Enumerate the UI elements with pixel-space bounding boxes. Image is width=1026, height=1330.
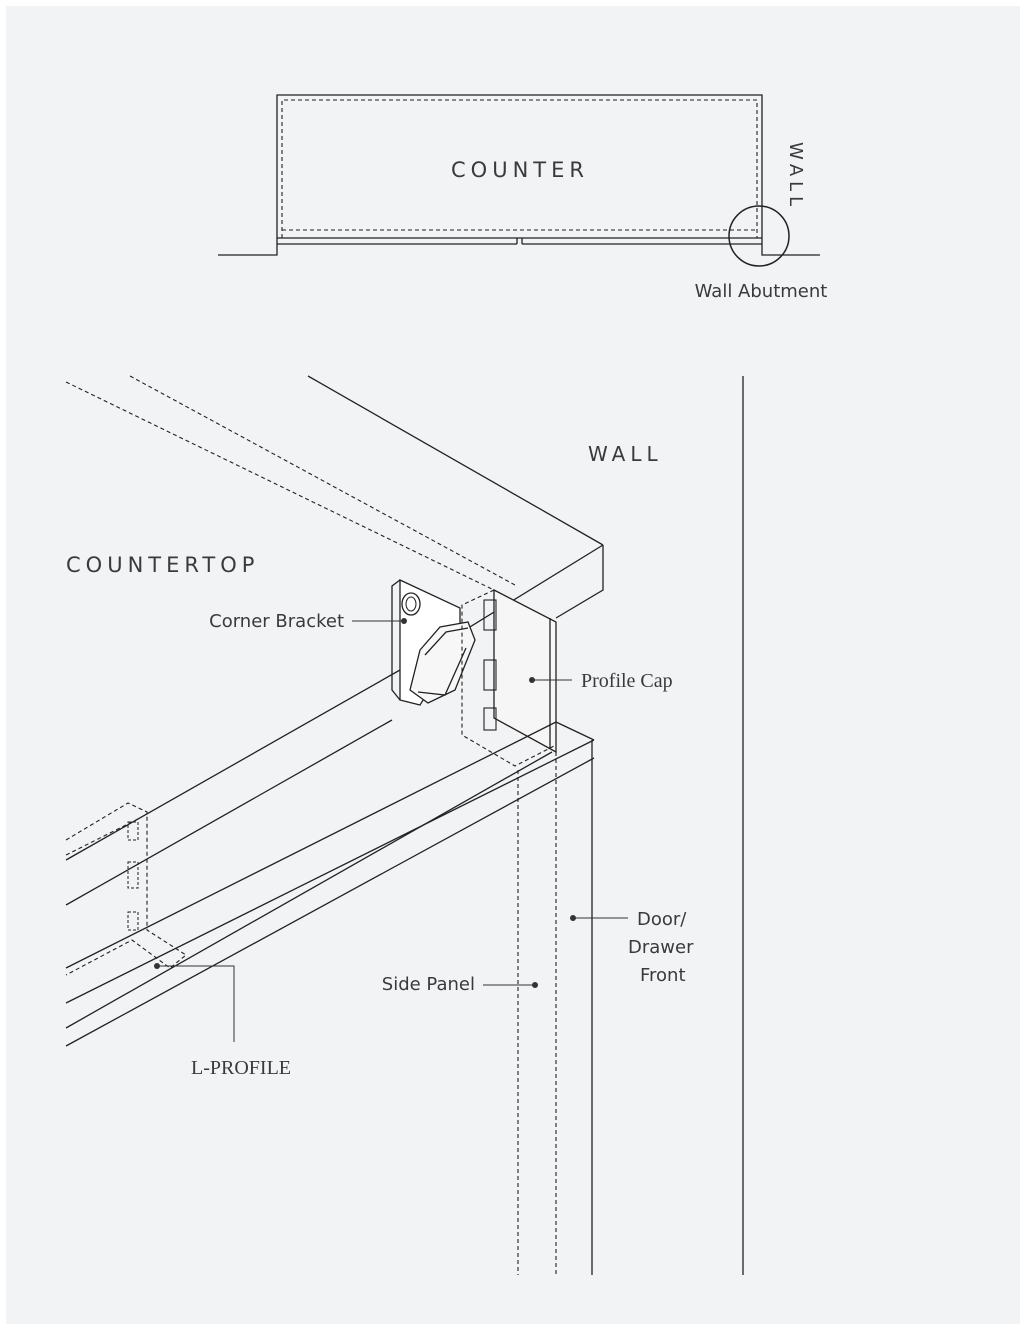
- counter-inner-outline: [281, 99, 758, 238]
- bracket-side: [391, 579, 401, 701]
- countertop-dash-1: [65, 381, 495, 591]
- door-label-line-2: Drawer: [628, 937, 694, 958]
- door-and-side-panel: [517, 740, 593, 1275]
- corner-bracket-dot: [401, 618, 407, 624]
- leaders: [154, 618, 628, 1042]
- rail-3: [65, 757, 595, 1047]
- door-top: [555, 721, 595, 741]
- countertop-back-edge: [307, 375, 604, 546]
- cap-hidden-outline: [461, 589, 557, 767]
- profile-cap-label: Profile Cap: [581, 670, 673, 692]
- profile-cap-dot: [529, 677, 535, 683]
- side-panel-label: Side Panel: [382, 974, 475, 995]
- rail-4: [65, 751, 553, 1029]
- l-profile-clip-1: [127, 821, 139, 841]
- wall-abutment-label: Wall Abutment: [695, 281, 828, 302]
- l-profile-dot: [154, 963, 160, 969]
- wall-label-iso: WALL: [588, 442, 663, 466]
- cap-clip-2: [483, 659, 497, 691]
- bracket-hole-inner: [405, 596, 417, 612]
- l-profile-leader: [157, 965, 235, 1042]
- countertop-corner-face: [555, 545, 604, 619]
- side-panel-dot: [532, 982, 538, 988]
- counter-label: COUNTER: [451, 158, 589, 182]
- l-profile-label: L-PROFILE: [191, 1057, 291, 1079]
- countertop-front-edge: [65, 669, 401, 861]
- corner-bracket-label: Corner Bracket: [209, 611, 344, 632]
- rail-1: [65, 721, 557, 969]
- l-profile: [65, 802, 187, 976]
- wall-label-top: WALL: [785, 142, 806, 211]
- cabinet-rails: [65, 721, 595, 1047]
- l-profile-outline: [65, 802, 187, 976]
- wall-abutment-circle: [728, 205, 790, 267]
- door-label-line-1: Door/: [637, 909, 687, 930]
- iso-view: COUNTERTOP WALL Corner Bracket Profile C…: [65, 375, 744, 1275]
- cap-clip-1: [483, 599, 497, 631]
- floor-line: [218, 94, 820, 256]
- bracket-hole: [401, 592, 421, 616]
- bracket-knob-ridge-2: [417, 647, 467, 696]
- door-dot: [570, 915, 576, 921]
- countertop-bottom-edge: [65, 719, 393, 906]
- bracket-knob-ridge: [424, 627, 469, 656]
- l-profile-clip-2: [127, 861, 139, 889]
- bracket-knob: [409, 621, 476, 704]
- countertop-dash-2: [129, 375, 516, 586]
- corner-bracket: [391, 578, 476, 706]
- l-profile-clip-3: [127, 911, 139, 931]
- top-view: COUNTER WALL Wall Abutment: [218, 94, 828, 302]
- rail-2: [65, 739, 595, 1004]
- door-label-line-3: Front: [640, 965, 686, 986]
- cap-clip-3: [483, 707, 497, 731]
- countertop-label: COUNTERTOP: [66, 553, 259, 577]
